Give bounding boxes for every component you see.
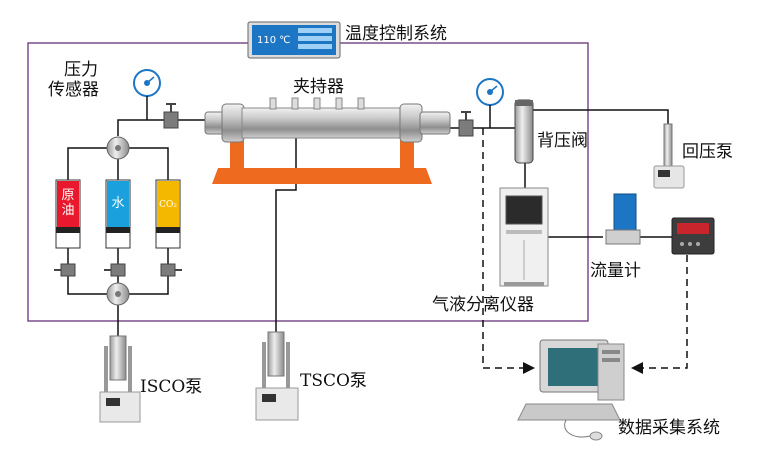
- cylinder-water: [105, 179, 131, 249]
- cylinder-crude-oil-label-line2: 油: [61, 203, 75, 218]
- flow-meter-label: 流量计: [590, 261, 641, 281]
- data-signal-lines: [482, 128, 688, 374]
- isco-pump: [99, 335, 141, 423]
- temperature-control-label: 温度控制系统: [345, 24, 447, 44]
- cylinder-water-label-line1: 水: [111, 196, 125, 211]
- temperature-control-panel: [247, 21, 341, 59]
- bottom-manifold: [106, 282, 130, 306]
- cylinder-co2: [155, 179, 181, 249]
- cylinder-crude-oil: [55, 179, 81, 249]
- temperature-display: 110 ℃: [257, 35, 291, 46]
- outlet-valve: [458, 111, 474, 137]
- cylinder-water-label: 水: [107, 196, 129, 211]
- pressure-gauge-left: [133, 69, 161, 120]
- flow-meter: [605, 193, 641, 245]
- cylinder-co2-label: CO₂: [155, 198, 181, 213]
- pressure-sensor-label-line2: 传感器: [48, 80, 99, 100]
- flow-meter-readout: [671, 217, 715, 255]
- computer: [517, 339, 625, 441]
- pressure-gauge-right: [476, 78, 504, 128]
- bottom-valves: [54, 263, 182, 277]
- back-pressure-valve: [514, 99, 534, 164]
- core-holder-label: 夹持器: [293, 77, 344, 97]
- back-pressure-pump-label: 回压泵: [682, 142, 733, 162]
- cylinder-crude-oil-label: 原 油: [57, 188, 79, 218]
- back-pressure-valve-label: 背压阀: [537, 131, 588, 151]
- tsco-pump-label: TSCO泵: [300, 371, 367, 391]
- gas-liquid-separator: [499, 187, 549, 287]
- cylinder-co2-label-line1: CO₂: [159, 200, 177, 210]
- back-pressure-pump: [653, 123, 685, 189]
- top-manifold: [106, 136, 130, 160]
- isco-pump-label: ISCO泵: [140, 377, 203, 397]
- core-holder: [204, 97, 451, 184]
- tsco-pump: [255, 331, 299, 421]
- pressure-sensor-label-line1: 压力: [64, 60, 98, 80]
- data-acquisition-label: 数据采集系统: [618, 418, 720, 438]
- cylinder-crude-oil-label-line1: 原: [61, 188, 75, 203]
- gas-liquid-separator-label: 气液分离仪器: [432, 295, 534, 315]
- pressure-sensor-label: 压力 传感器: [48, 60, 99, 100]
- inlet-valve: [163, 103, 179, 129]
